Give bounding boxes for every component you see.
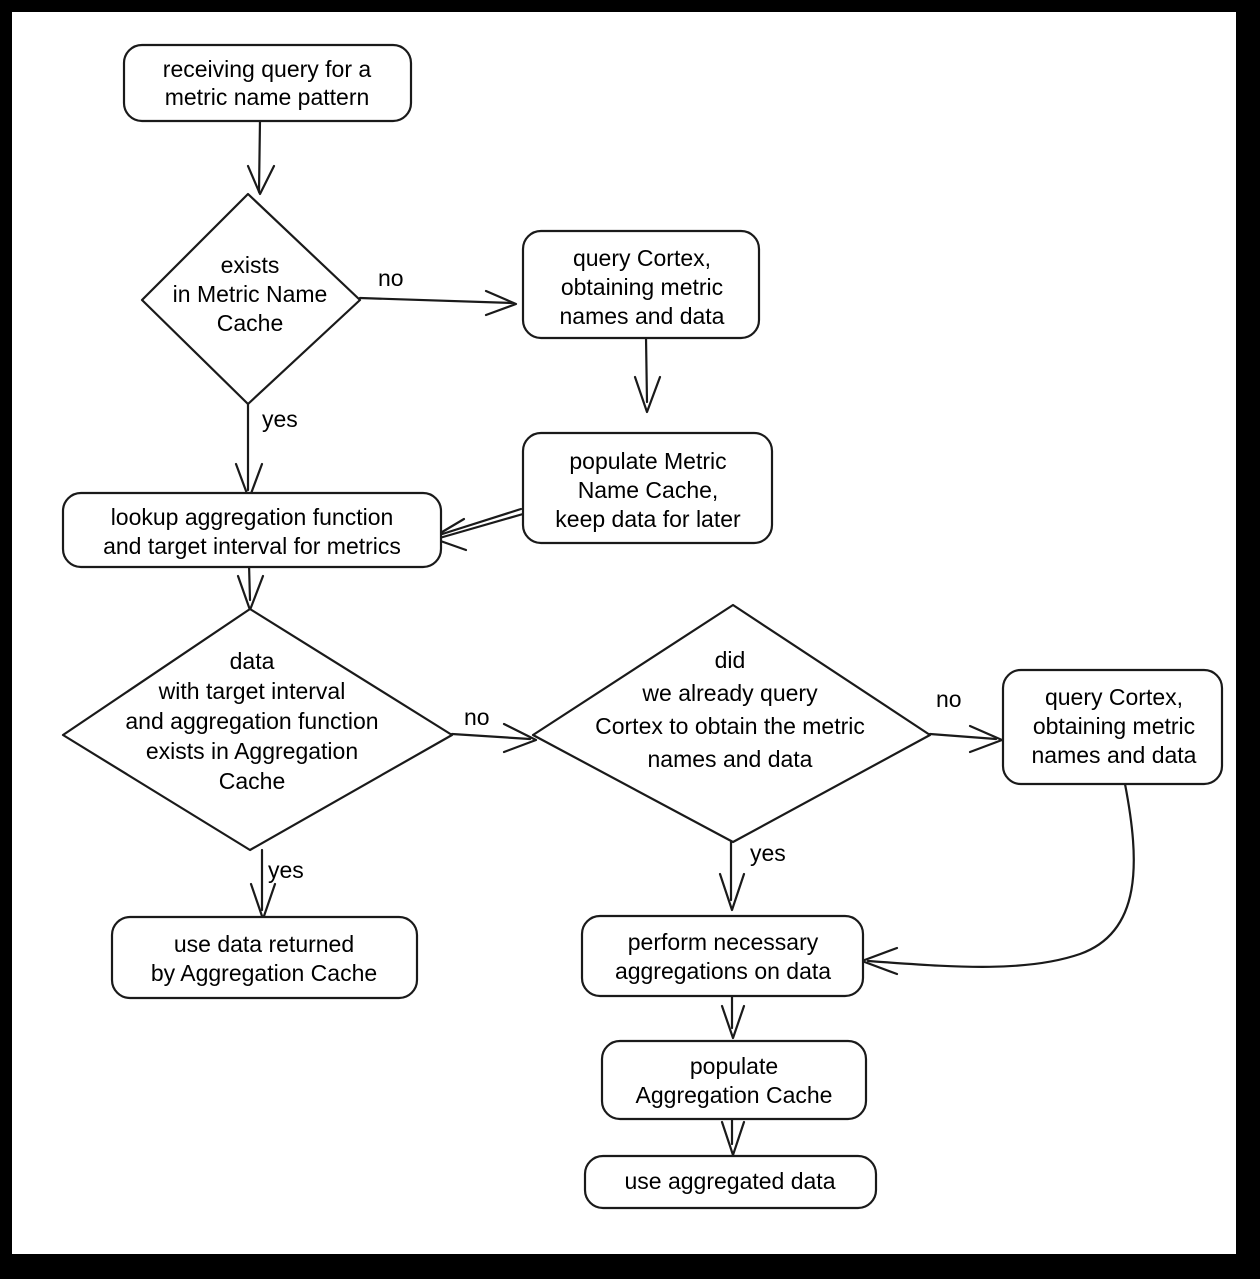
node-perform-aggregations[interactable]: perform necessary aggregations on data bbox=[580, 914, 865, 998]
node-populate-aggregation-cache-line-0: populate bbox=[690, 1053, 778, 1079]
node-exists-aggregation-cache[interactable]: data with target interval and aggregatio… bbox=[61, 607, 454, 852]
node-receive-query-shape bbox=[122, 43, 413, 123]
node-query-cortex-right-line-2: names and data bbox=[1032, 742, 1197, 768]
node-exists-metric-name-cache-line-0: exists bbox=[221, 252, 280, 278]
node-receive-query-line-0: receiving query for a bbox=[163, 56, 372, 82]
node-perform-aggregations-line-1: aggregations on data bbox=[615, 958, 831, 984]
node-use-cached-data-shape bbox=[110, 915, 419, 1000]
node-exists-metric-name-cache[interactable]: exists in Metric Name Cache bbox=[140, 192, 362, 406]
node-already-queried-cortex-line-0: did bbox=[715, 647, 746, 673]
node-query-cortex-top[interactable]: query Cortex, obtaining metric names and… bbox=[521, 229, 761, 340]
node-already-queried-cortex-line-3: names and data bbox=[648, 746, 813, 772]
node-exists-metric-name-cache-shape bbox=[140, 192, 362, 406]
node-query-cortex-right-line-1: obtaining metric bbox=[1033, 713, 1195, 739]
edge-receive-to-metric-cache bbox=[246, 118, 276, 196]
node-populate-metric-name-cache-line-1: Name Cache, bbox=[578, 477, 719, 503]
flowchart: query_cortex_top --> lookup_aggregation … bbox=[61, 43, 1224, 1210]
edge-already-queried-no bbox=[928, 724, 1004, 754]
node-lookup-aggregation-line-0: lookup aggregation function bbox=[111, 504, 394, 530]
node-already-queried-cortex[interactable]: did we already query Cortex to obtain th… bbox=[531, 603, 932, 844]
node-query-cortex-top-shape bbox=[521, 229, 761, 340]
edge-cortex-to-populate-metric-cache bbox=[633, 335, 662, 414]
node-receive-query[interactable]: receiving query for a metric name patter… bbox=[122, 43, 413, 123]
edge-cortex-right-to-aggregations bbox=[860, 782, 1135, 976]
edge-label-already-queried-yes: yes bbox=[750, 840, 786, 866]
node-exists-aggregation-cache-line-3: exists in Aggregation bbox=[146, 738, 358, 764]
edge-label-already-queried-no: no bbox=[936, 686, 962, 712]
node-use-cached-data-line-1: by Aggregation Cache bbox=[151, 960, 377, 986]
node-query-cortex-right-line-0: query Cortex, bbox=[1045, 684, 1183, 710]
edge-aggregations-to-populate-agg-cache bbox=[720, 994, 746, 1040]
node-lookup-aggregation[interactable]: lookup aggregation function and target i… bbox=[61, 491, 443, 569]
edge-populate-metric-cache-to-lookup bbox=[430, 507, 525, 552]
node-query-cortex-right[interactable]: query Cortex, obtaining metric names and… bbox=[1001, 668, 1224, 786]
edge-agg-cache-no bbox=[450, 722, 538, 754]
node-use-aggregated-data[interactable]: use aggregated data bbox=[583, 1154, 878, 1210]
node-use-cached-data-line-0: use data returned bbox=[174, 931, 354, 957]
node-populate-metric-name-cache[interactable]: populate Metric Name Cache, keep data fo… bbox=[521, 431, 774, 545]
edge-metric-cache-no bbox=[358, 289, 518, 317]
node-query-cortex-right-shape bbox=[1001, 668, 1224, 786]
node-populate-aggregation-cache[interactable]: populate Aggregation Cache bbox=[600, 1039, 868, 1121]
node-perform-aggregations-shape bbox=[580, 914, 865, 998]
node-perform-aggregations-line-0: perform necessary bbox=[628, 929, 819, 955]
edge-already-queried-yes bbox=[718, 840, 746, 912]
node-already-queried-cortex-line-1: we already query bbox=[641, 680, 818, 706]
node-use-aggregated-data-line-0: use aggregated data bbox=[624, 1168, 835, 1194]
node-use-cached-data[interactable]: use data returned by Aggregation Cache bbox=[110, 915, 419, 1000]
node-lookup-aggregation-line-1: and target interval for metrics bbox=[103, 533, 401, 559]
node-populate-aggregation-cache-line-1: Aggregation Cache bbox=[636, 1082, 833, 1108]
node-query-cortex-top-line-1: obtaining metric bbox=[561, 274, 723, 300]
node-already-queried-cortex-line-2: Cortex to obtain the metric bbox=[595, 713, 865, 739]
node-query-cortex-top-line-2: names and data bbox=[560, 303, 725, 329]
diagram-canvas: query_cortex_top --> lookup_aggregation … bbox=[12, 12, 1236, 1254]
edge-label-agg-cache-no: no bbox=[464, 704, 490, 730]
node-populate-metric-name-cache-line-2: keep data for later bbox=[555, 506, 741, 532]
node-exists-metric-name-cache-line-1: in Metric Name bbox=[173, 281, 328, 307]
node-already-queried-cortex-shape bbox=[531, 603, 932, 844]
node-exists-aggregation-cache-line-0: data bbox=[230, 648, 275, 674]
node-populate-metric-name-cache-line-0: populate Metric bbox=[569, 448, 726, 474]
edge-lookup-to-agg-cache bbox=[236, 562, 265, 612]
node-populate-metric-name-cache-shape bbox=[521, 431, 774, 545]
edge-label-metric-cache-yes: yes bbox=[262, 406, 298, 432]
node-exists-aggregation-cache-line-2: and aggregation function bbox=[125, 708, 378, 734]
node-populate-aggregation-cache-shape bbox=[600, 1039, 868, 1121]
node-exists-metric-name-cache-line-2: Cache bbox=[217, 310, 283, 336]
node-exists-aggregation-cache-line-1: with target interval bbox=[158, 678, 346, 704]
node-exists-aggregation-cache-line-4: Cache bbox=[219, 768, 285, 794]
edge-metric-cache-yes bbox=[234, 402, 264, 501]
edge-label-agg-cache-yes: yes bbox=[268, 857, 304, 883]
node-use-aggregated-data-shape bbox=[583, 1154, 878, 1210]
edge-label-metric-cache-no: no bbox=[378, 265, 404, 291]
node-lookup-aggregation-shape bbox=[61, 491, 443, 569]
node-exists-aggregation-cache-shape bbox=[61, 607, 454, 852]
node-receive-query-line-1: metric name pattern bbox=[165, 84, 370, 110]
node-query-cortex-top-line-0: query Cortex, bbox=[573, 245, 711, 271]
